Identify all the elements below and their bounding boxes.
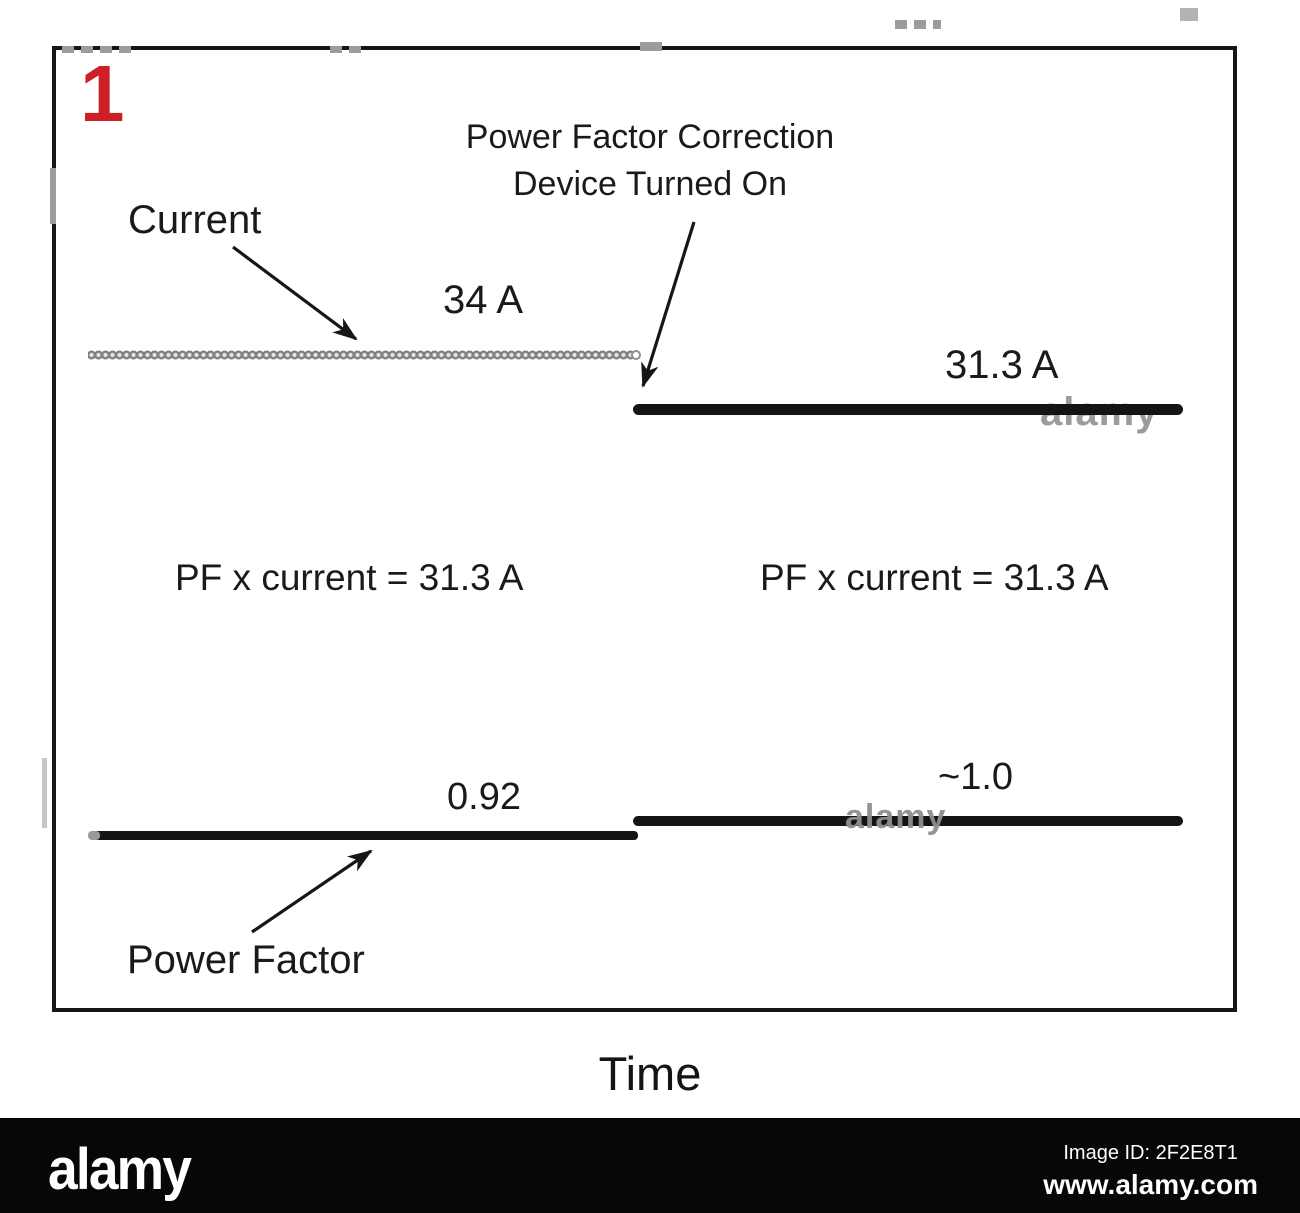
power-factor-label: Power Factor [127,938,365,982]
watermark-artifact [50,168,56,224]
annotation-title-line2: Device Turned On [512,165,788,203]
watermark-info: Image ID: 2F2E8T1 www.alamy.com [1043,1142,1258,1201]
watermark-ghost-text: alamy [845,798,947,836]
pf-after-value: ~1.0 [938,756,1014,798]
watermark-artifact [640,42,662,51]
figure-number: 1 [80,49,125,138]
image-id-text: Image ID: 2F2E8T1 [1063,1142,1238,1164]
pf-equation-before: PF x current = 31.3 A [175,557,524,598]
alamy-logo: alamy [48,1137,192,1202]
annotation-title: Power Factor Correction Device Turned On [395,114,905,208]
current-label: Current [128,198,262,242]
watermark-artifact [42,758,47,828]
pf-before-value: 0.92 [447,776,521,818]
watermark-artifact [62,46,134,53]
watermark-artifact [895,20,941,29]
watermark-artifact [330,46,362,53]
watermark-bar: alamy Image ID: 2F2E8T1 www.alamy.com [0,1118,1300,1213]
alamy-url-text: www.alamy.com [1043,1169,1258,1200]
current-before-value: 34 A [443,278,524,322]
watermark-artifact [1180,8,1198,21]
pf-line-before [88,831,638,840]
current-line-before [88,350,641,360]
current-after-value: 31.3 A [945,343,1059,387]
current-line-after [633,404,1183,415]
pf-line-after [633,816,1183,826]
annotation-title-line1: Power Factor Correction [465,118,835,156]
time-axis-label: Time [598,1047,702,1100]
pf-equation-after: PF x current = 31.3 A [760,557,1109,598]
